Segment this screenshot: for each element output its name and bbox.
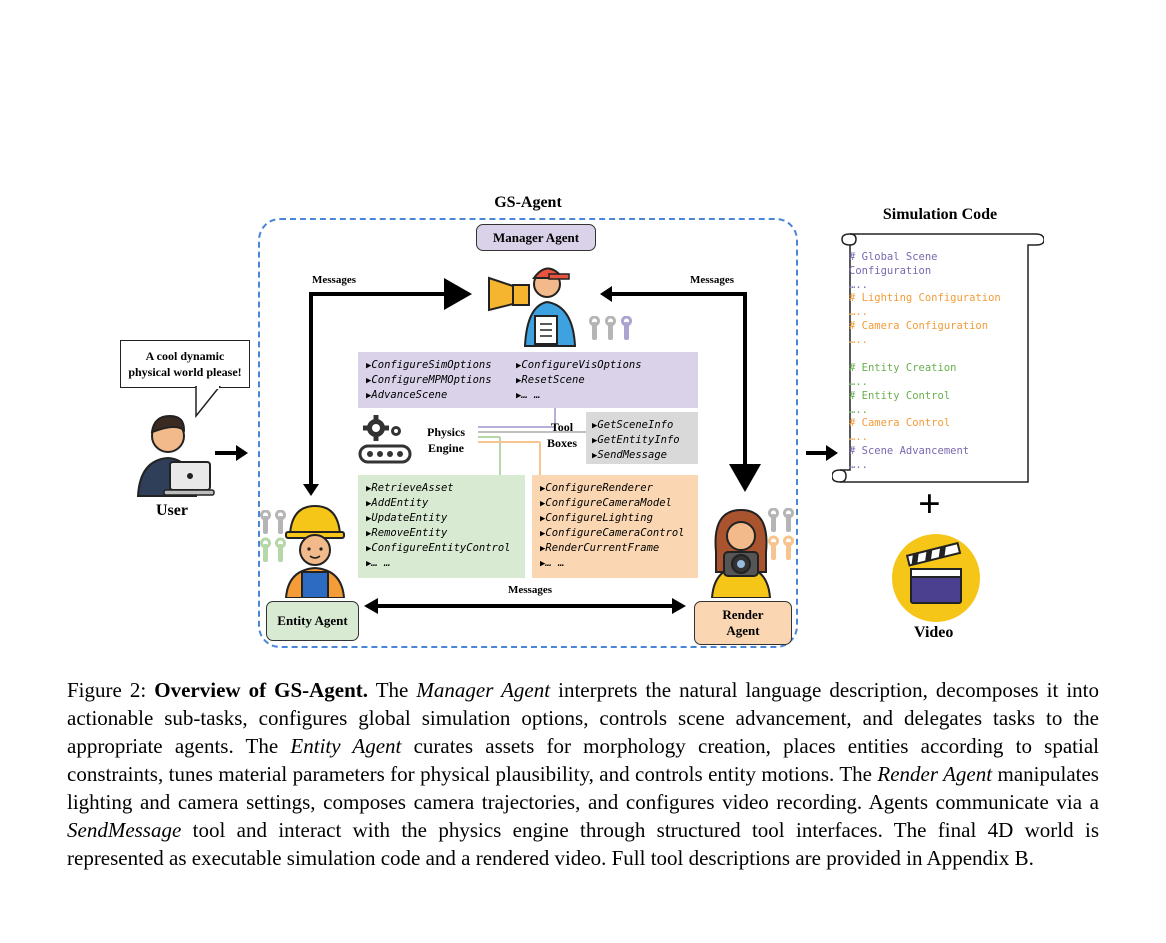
arrowhead-bottom-right xyxy=(672,598,686,614)
tool-item: UpdateEntity xyxy=(366,511,517,526)
tool-item: GetEntityInfo xyxy=(592,433,692,448)
render-tool-panel: ConfigureRenderer ConfigureCameraModel C… xyxy=(532,475,698,578)
code-line: # Global Scene xyxy=(849,251,938,263)
physics-engine-icon xyxy=(358,415,412,464)
tool-item: … … xyxy=(540,556,690,571)
code-line: # Lighting Configuration xyxy=(849,292,1001,304)
caption-italic: Manager Agent xyxy=(416,678,551,702)
caption-text: manipulates lighting and camera settings… xyxy=(67,762,1099,814)
physics-engine-line2: Engine xyxy=(427,441,464,455)
tool-item: ConfigureSimOptions xyxy=(366,358,491,373)
tool-item: ConfigureEntityControl xyxy=(366,541,517,556)
physics-engine-label: Physics Engine xyxy=(418,424,474,456)
tool-item: ResetScene xyxy=(516,373,642,388)
arrowhead-bottom-left xyxy=(364,598,378,614)
code-line: ….. xyxy=(849,404,868,416)
code-line: ….. xyxy=(849,306,868,318)
code-line: # Scene Advancement xyxy=(849,445,970,457)
arrowhead-left-down xyxy=(303,484,319,496)
gs-agent-title: GS-Agent xyxy=(494,194,562,211)
simulation-code-title: Simulation Code xyxy=(882,206,998,223)
caption-italic: Render Agent xyxy=(877,762,993,786)
tool-item: AddEntity xyxy=(366,496,517,511)
shared-tool-panel: GetSceneInfo GetEntityInfo SendMessage xyxy=(586,412,698,464)
code-scroll xyxy=(832,233,1044,483)
arrowhead-user xyxy=(236,445,248,461)
entity-tool-panel: RetrieveAsset AddEntity UpdateEntity Rem… xyxy=(358,475,525,578)
arrowhead-right-left xyxy=(600,286,612,302)
user-speech-line1: A cool dynamic xyxy=(145,349,225,363)
messages-label-left: Messages xyxy=(312,274,356,286)
user-label: User xyxy=(156,502,188,519)
plus-sign: + xyxy=(918,481,941,526)
entity-agent-box: Entity Agent xyxy=(266,601,359,641)
arrow-manager-to-render xyxy=(605,292,761,492)
tool-item: GetSceneInfo xyxy=(592,418,692,433)
tool-item: ConfigureMPMOptions xyxy=(366,373,491,388)
video-icon xyxy=(892,534,980,622)
tool-item: SendMessage xyxy=(592,448,692,463)
render-agent-line2: Agent xyxy=(726,623,760,638)
video-label: Video xyxy=(914,624,954,641)
code-line: # Entity Control xyxy=(849,390,951,402)
render-agent-box: Render Agent xyxy=(694,601,792,645)
tool-boxes-line1: Tool xyxy=(550,420,574,434)
code-line: Configuration xyxy=(849,265,932,277)
user-icon xyxy=(136,414,215,497)
gs-agent-frame xyxy=(258,218,798,648)
manager-agent-box: Manager Agent xyxy=(476,224,596,251)
user-speech-line2: physical world please! xyxy=(128,365,242,379)
tool-item: RemoveEntity xyxy=(366,526,517,541)
caption-text: tool and interact with the physics engin… xyxy=(67,818,1099,870)
render-agent-line1: Render xyxy=(722,607,764,622)
render-agent-icon xyxy=(710,508,772,598)
tool-item: … … xyxy=(366,556,517,571)
code-line: ….. xyxy=(849,431,868,443)
arrow-entity-to-manager xyxy=(309,278,472,488)
tool-item: AdvanceScene xyxy=(366,388,492,403)
user-speech-bubble: A cool dynamic physical world please! xyxy=(120,340,250,388)
code-line: ….. xyxy=(849,334,868,346)
figure-caption: Figure 2: Overview of GS-Agent. The Mana… xyxy=(67,676,1099,872)
entity-tools-icon xyxy=(260,510,286,562)
render-tools-icon xyxy=(768,508,794,560)
caption-italic: SendMessage xyxy=(67,818,182,842)
tool-item: RetrieveAsset xyxy=(366,481,517,496)
manager-agent-icon xyxy=(488,267,577,347)
messages-label-right: Messages xyxy=(690,274,734,286)
tool-item: … … xyxy=(516,388,642,403)
caption-title: Overview of GS-Agent. xyxy=(154,678,369,702)
arrowhead-code xyxy=(826,445,838,461)
tool-item: ConfigureCameraModel xyxy=(540,496,690,511)
caption-text: interprets the natural language descript… xyxy=(67,678,1099,758)
tool-boxes-label: Tool Boxes xyxy=(540,419,584,451)
caption-text: curates assets for morphology creation, … xyxy=(67,734,1099,786)
code-line: # Camera Configuration xyxy=(849,320,989,332)
tool-boxes-line2: Boxes xyxy=(547,436,577,450)
tool-item: ConfigureCameraControl xyxy=(540,526,690,541)
code-line: ….. xyxy=(849,459,868,471)
physics-engine-line1: Physics xyxy=(426,425,465,439)
tool-item: ConfigureLighting xyxy=(540,511,690,526)
tool-item: RenderCurrentFrame xyxy=(540,541,690,556)
manager-tools-icon xyxy=(589,316,632,340)
messages-label-bottom: Messages xyxy=(508,584,552,596)
code-line: ….. xyxy=(849,279,868,291)
manager-tool-panel: ConfigureSimOptions ConfigureMPMOptions … xyxy=(358,352,698,408)
caption-prefix: Figure 2: xyxy=(67,678,147,702)
speech-tail xyxy=(195,386,221,418)
caption-text: The xyxy=(368,678,417,702)
tool-item: ConfigureRenderer xyxy=(540,481,690,496)
entity-agent-icon xyxy=(284,504,346,598)
code-line: # Entity Creation xyxy=(849,362,957,374)
tool-item: ConfigureVisOptions xyxy=(516,358,641,373)
code-line: # Camera Control xyxy=(849,417,951,429)
code-line: ….. xyxy=(849,376,868,388)
caption-italic: Entity Agent xyxy=(290,734,402,758)
